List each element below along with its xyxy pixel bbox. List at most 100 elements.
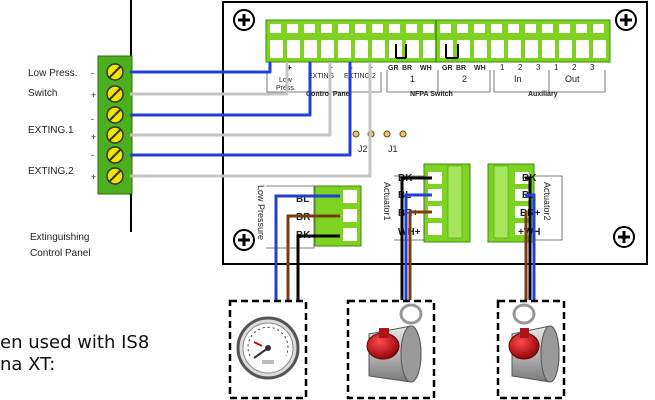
terminal-slot	[372, 24, 383, 33]
terminal-slot	[559, 24, 570, 33]
wire-lowpress-neg	[130, 62, 272, 74]
nfpa-wire-gr: GR	[442, 65, 453, 72]
low-pressure-label: Low Pressure	[256, 185, 266, 240]
terminal-slot	[474, 40, 487, 58]
pressure-gauge-frame	[228, 299, 308, 400]
aux-number: 3	[536, 63, 541, 72]
terminal-slot	[355, 24, 366, 33]
wire-exting2-pos	[130, 62, 372, 178]
terminal-slot	[304, 24, 315, 33]
wire-exting1-neg	[130, 62, 312, 117]
terminal-slot	[423, 40, 436, 58]
terminal-slot	[287, 24, 298, 33]
nfpa-wire-gr: GR	[388, 65, 399, 72]
exting2-label: EXTING.2	[28, 166, 74, 177]
terminal-slot	[542, 24, 553, 33]
mounting-screw-icon	[615, 9, 637, 31]
polarity-minus: -	[91, 114, 94, 124]
terminal-slot	[491, 40, 504, 58]
terminal-slot	[372, 40, 385, 58]
actuator2-icon	[508, 303, 560, 383]
wire-act2-bl	[525, 193, 536, 300]
wire-act2-br	[524, 210, 528, 300]
mounting-screw-icon	[613, 226, 635, 248]
terminal-slot	[423, 24, 434, 33]
top-terminal-strip	[265, 19, 611, 63]
terminal-slot	[457, 40, 470, 58]
terminal-slot	[525, 24, 536, 33]
terminal-screw-icon	[106, 167, 124, 185]
auxiliary-label: Auxiliary	[528, 91, 558, 98]
actuator2-label: Actuator2	[542, 182, 552, 221]
wire-act1-bl	[404, 193, 432, 300]
switch-label: Switch	[28, 88, 57, 99]
aux-out-label: Out	[565, 74, 580, 84]
jumper-j2-label: J2	[358, 144, 368, 154]
mounting-screw-icon	[233, 229, 255, 251]
wire-act1-bk	[400, 176, 432, 300]
terminal-slot	[593, 24, 604, 33]
nfpa-wire-wh: WH	[474, 65, 486, 72]
cp-sub-exting2: EXTING.2	[344, 73, 376, 80]
wire-exting2-neg	[130, 62, 352, 157]
terminal-slot	[270, 24, 281, 33]
actuator1-wire-br: BR+	[398, 208, 418, 219]
terminal-slot	[304, 40, 317, 58]
terminal-screw-icon	[106, 85, 124, 103]
cp-terminal-plus: +	[287, 63, 292, 72]
actuator1-frame	[346, 299, 436, 400]
wire-pressure-br	[286, 214, 340, 300]
actuator1-icon	[366, 303, 423, 383]
terminal-slot	[406, 24, 417, 33]
wire-pressure-bk	[296, 234, 340, 300]
terminal-slot	[457, 24, 468, 33]
actuator2-frame	[496, 299, 566, 400]
terminal-slot	[593, 40, 606, 58]
terminal-slot	[389, 24, 400, 33]
caption-line1: Extinguishing	[30, 232, 89, 243]
terminal-slot	[508, 40, 521, 58]
nfpa-wire-br: BR	[456, 65, 466, 72]
terminal-slot	[576, 24, 587, 33]
nfpa-wire-br: BR	[402, 65, 412, 72]
wire-act2-bk	[525, 176, 532, 300]
polarity-minus: -	[91, 150, 94, 160]
terminal-screw-icon	[106, 126, 124, 144]
actuator1-label: Actuator1	[382, 182, 392, 221]
pressure-gauge-icon	[236, 316, 300, 380]
wire-act1-br	[408, 210, 432, 300]
aux-in-label: In	[514, 74, 522, 84]
caption-line2: Control Panel	[30, 248, 91, 259]
polarity-minus: -	[91, 68, 94, 78]
note-line2: na XT:	[0, 354, 56, 375]
terminal-slot	[338, 24, 349, 33]
polarity-plus: +	[91, 132, 96, 142]
exting1-label: EXTING.1	[28, 125, 74, 136]
aux-number: 2	[518, 63, 523, 72]
low-press-label: Low Press.	[28, 68, 77, 79]
polarity-plus: +	[91, 172, 96, 182]
terminal-slot	[508, 24, 519, 33]
wire-exting1-pos	[130, 62, 332, 137]
terminal-slot	[474, 24, 485, 33]
terminal-screw-icon	[106, 106, 124, 124]
terminal-slot	[321, 24, 332, 33]
terminal-screw-icon	[106, 63, 124, 81]
terminal-slot	[406, 40, 419, 58]
nfpa-switch-label: NFPA Switch	[410, 91, 453, 98]
terminal-slot	[440, 24, 451, 33]
wire-pressure-bl	[274, 194, 340, 300]
terminal-slot	[355, 40, 368, 58]
terminal-slot	[559, 40, 572, 58]
terminal-slot	[270, 40, 283, 58]
actuator1-terminal-block	[423, 163, 471, 243]
note-line1: en used with IS8	[0, 332, 150, 353]
nfpa-number-1: 1	[410, 74, 415, 84]
aux-number: 2	[572, 63, 577, 72]
pressure-wire-bl: BL	[296, 194, 309, 205]
jumper-j1-label: J1	[388, 144, 398, 154]
terminal-slot	[491, 24, 502, 33]
aux-number: 1	[554, 63, 559, 72]
